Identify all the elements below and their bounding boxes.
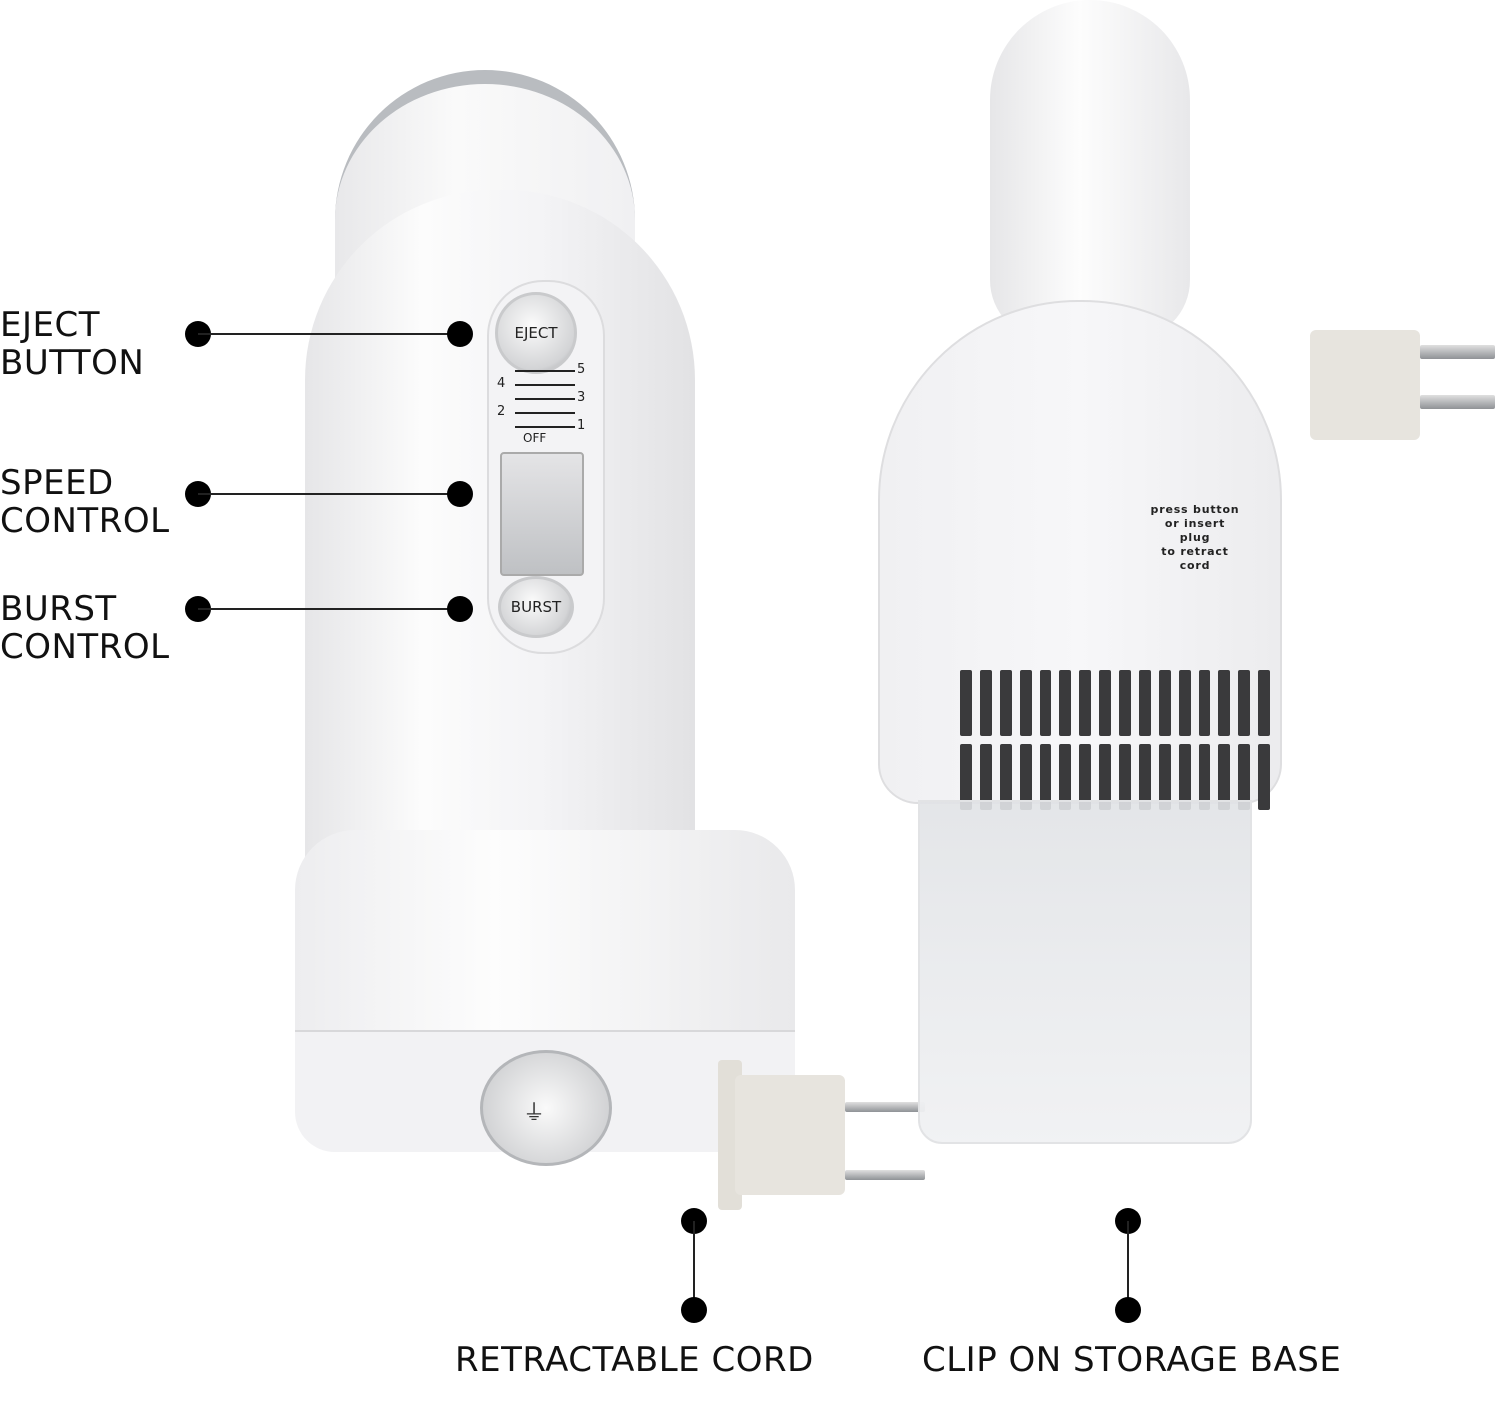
callout-line bbox=[198, 493, 460, 495]
callout-text: SPEED bbox=[0, 463, 114, 503]
callout-dot bbox=[447, 596, 473, 622]
plug-icon: ⏚ bbox=[523, 1101, 546, 1126]
burst-button[interactable]: BURST bbox=[498, 576, 574, 638]
plug-prong bbox=[845, 1102, 925, 1112]
air-vents bbox=[960, 670, 1270, 810]
instruction-line: or insert plug bbox=[1164, 517, 1226, 544]
callout-text: BURST bbox=[0, 589, 117, 629]
callout-dot bbox=[447, 481, 473, 507]
callout-text: CONTROL bbox=[0, 627, 170, 667]
speed-scale: 5 4 3 2 1 OFF bbox=[495, 362, 595, 445]
plug-prong bbox=[1420, 395, 1495, 409]
callout-text: BUTTON bbox=[0, 343, 145, 383]
speed-tick bbox=[515, 398, 575, 400]
speed-5: 5 bbox=[577, 362, 586, 377]
storage-base-container bbox=[918, 800, 1252, 1144]
power-plug-back bbox=[1310, 330, 1420, 440]
instruction-line: to retract cord bbox=[1161, 545, 1229, 572]
mixer-back-view bbox=[870, 0, 1430, 1160]
callout-line bbox=[198, 608, 460, 610]
callout-dot bbox=[447, 321, 473, 347]
speed-2: 2 bbox=[497, 404, 506, 419]
callout-retractable-cord: RETRACTABLE CORD bbox=[455, 1340, 814, 1380]
plug-prong bbox=[845, 1170, 925, 1180]
eject-button-label: EJECT bbox=[514, 324, 558, 342]
callout-line bbox=[693, 1221, 695, 1311]
eject-button[interactable]: EJECT bbox=[495, 292, 577, 374]
burst-button-label: BURST bbox=[510, 598, 562, 616]
speed-tick bbox=[515, 370, 575, 372]
power-plug bbox=[735, 1075, 845, 1195]
speed-3: 3 bbox=[577, 390, 586, 405]
speed-tick bbox=[515, 384, 575, 386]
callout-text: CONTROL bbox=[0, 501, 170, 541]
mixer-handle-top bbox=[990, 0, 1190, 340]
callout-clip-on-storage-base: CLIP ON STORAGE BASE bbox=[922, 1340, 1342, 1380]
instruction-line: press button bbox=[1150, 503, 1240, 516]
speed-slider[interactable] bbox=[500, 452, 584, 576]
speed-1: 1 bbox=[577, 418, 586, 433]
callout-line bbox=[1127, 1221, 1129, 1311]
speed-off: OFF bbox=[523, 431, 547, 445]
retract-cord-instructions: press button or insert plug to retract c… bbox=[1150, 503, 1240, 573]
plug-prong bbox=[1420, 345, 1495, 359]
speed-tick bbox=[515, 412, 575, 414]
cord-rewind-button[interactable]: ⏚ bbox=[480, 1050, 612, 1166]
callout-text: EJECT bbox=[0, 305, 101, 345]
callout-speed-control: SPEED CONTROL bbox=[0, 464, 170, 540]
callout-dot bbox=[681, 1297, 707, 1323]
callout-burst-control: BURST CONTROL bbox=[0, 590, 170, 666]
speed-tick bbox=[515, 426, 575, 428]
callout-line bbox=[198, 333, 460, 335]
speed-4: 4 bbox=[497, 376, 506, 391]
callout-eject-button: EJECT BUTTON bbox=[0, 306, 144, 382]
callout-dot bbox=[1115, 1297, 1141, 1323]
